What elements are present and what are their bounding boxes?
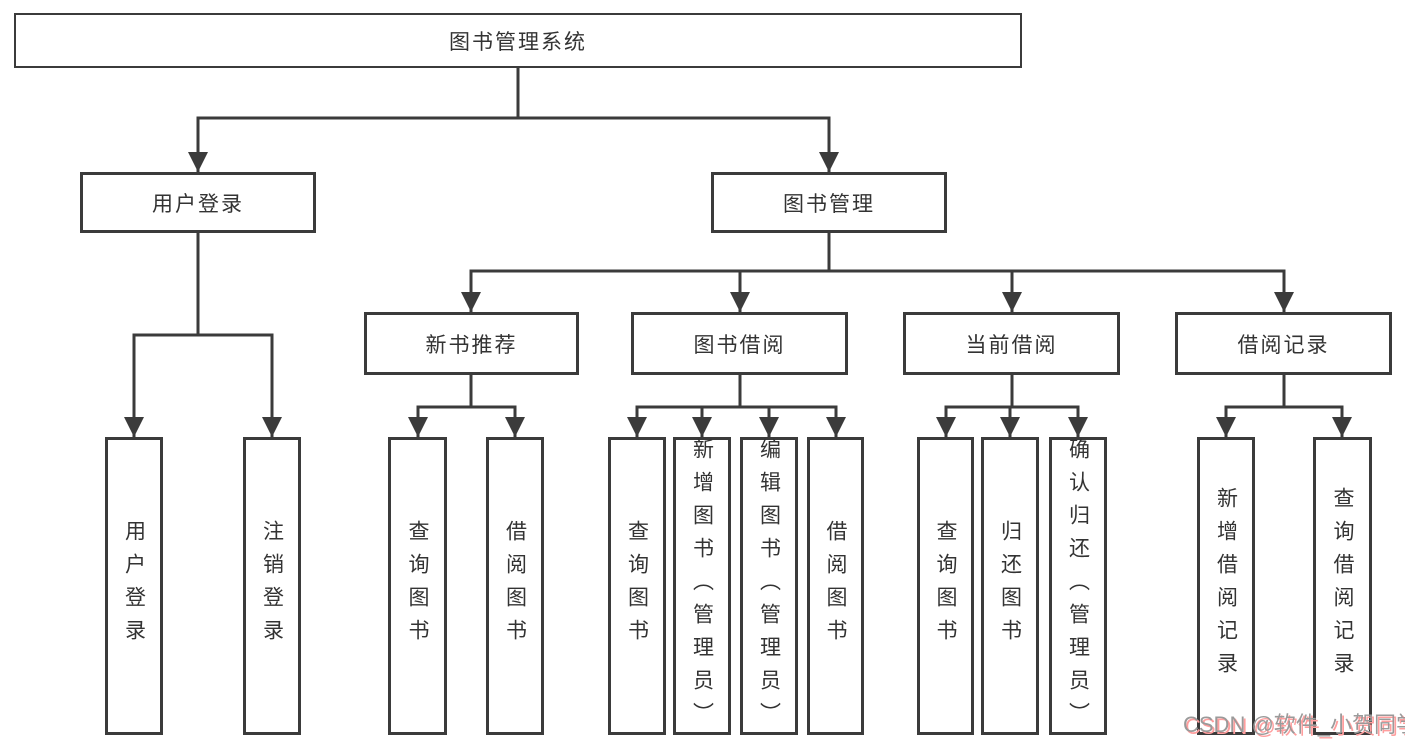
- node-book-borrow: 图书借阅: [631, 312, 848, 375]
- leaf-borrow-book-label: 借阅图书: [824, 520, 847, 652]
- leaf-query-book-current-label: 查询图书: [934, 520, 957, 652]
- leaf-edit-book-admin-label: 编辑图书（管理员）: [757, 437, 781, 735]
- node-user-login-label: 用户登录: [152, 192, 244, 216]
- leaf-user-login: 用户登录: [105, 437, 163, 735]
- node-book-management: 图书管理: [711, 172, 947, 233]
- leaf-edit-book-admin: 编辑图书（管理员）: [740, 437, 798, 735]
- node-new-book-recommend-label: 新书推荐: [425, 333, 518, 357]
- leaf-user-login-label: 用户登录: [122, 520, 146, 652]
- node-book-borrow-label: 图书借阅: [693, 333, 786, 357]
- leaf-logout: 注销登录: [243, 437, 301, 735]
- leaf-query-book-borrow-label: 查询图书: [625, 520, 649, 652]
- leaf-query-borrow-record: 查询借阅记录: [1313, 437, 1372, 735]
- node-root-system: 图书管理系统: [14, 13, 1022, 68]
- leaf-confirm-return-admin-label: 确认归还（管理员）: [1066, 437, 1090, 735]
- leaf-borrow-book: 借阅图书: [807, 437, 864, 735]
- leaf-add-borrow-record-label: 新增借阅记录: [1214, 487, 1238, 685]
- node-user-login: 用户登录: [80, 172, 316, 233]
- node-current-borrow-label: 当前借阅: [965, 333, 1058, 357]
- node-new-book-recommend: 新书推荐: [364, 312, 579, 375]
- csdn-watermark: CSDN @软件_小贺同学: [1183, 712, 1405, 737]
- node-current-borrow: 当前借阅: [903, 312, 1120, 375]
- leaf-add-book-admin-label: 新增图书（管理员）: [690, 437, 714, 735]
- leaf-return-book: 归还图书: [981, 437, 1039, 735]
- node-book-management-label: 图书管理: [783, 192, 875, 216]
- leaf-query-book-recommend-label: 查询图书: [406, 520, 429, 652]
- leaf-query-book-borrow: 查询图书: [608, 437, 666, 735]
- node-borrow-record: 借阅记录: [1175, 312, 1392, 375]
- leaf-add-borrow-record: 新增借阅记录: [1197, 437, 1255, 735]
- leaf-add-book-admin: 新增图书（管理员）: [673, 437, 731, 735]
- leaf-query-borrow-record-label: 查询借阅记录: [1331, 487, 1354, 685]
- leaf-logout-label: 注销登录: [260, 520, 284, 652]
- node-root-label: 图书管理系统: [449, 30, 587, 54]
- leaf-borrow-book-recommend: 借阅图书: [486, 437, 544, 735]
- leaf-query-book-recommend: 查询图书: [388, 437, 447, 735]
- leaf-return-book-label: 归还图书: [998, 520, 1022, 652]
- node-borrow-record-label: 借阅记录: [1237, 333, 1330, 357]
- leaf-borrow-book-recommend-label: 借阅图书: [503, 520, 527, 652]
- leaf-query-book-current: 查询图书: [917, 437, 974, 735]
- leaf-confirm-return-admin: 确认归还（管理员）: [1049, 437, 1107, 735]
